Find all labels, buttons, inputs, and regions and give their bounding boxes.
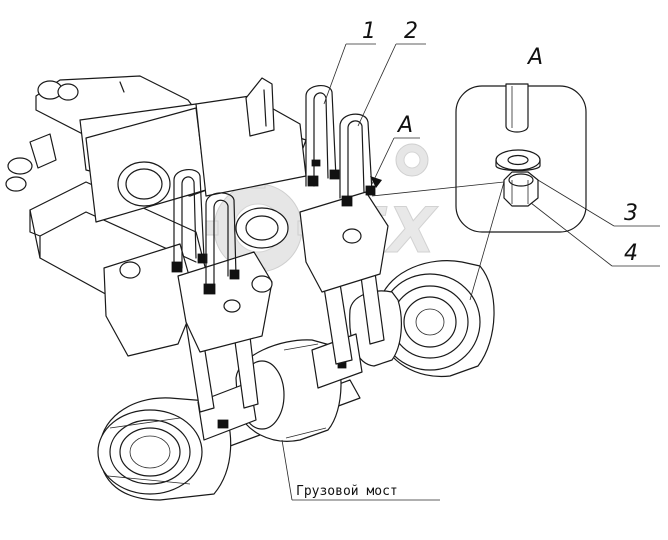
- u-bolts: [171, 85, 376, 295]
- detail-view-a: [455, 83, 587, 233]
- u-bolt-part-1: [305, 85, 340, 187]
- u-bolt-front-outer: [171, 169, 208, 273]
- callout-part-4: 4: [624, 241, 638, 266]
- leader-lines: [281, 43, 660, 501]
- watermark-gear-icon-right: [395, 143, 429, 177]
- u-bolt-front-inner: [203, 192, 240, 295]
- cargo-axle: [97, 260, 495, 501]
- stud-shaft: [505, 83, 529, 133]
- washer-part-3: [495, 149, 541, 172]
- nut-part-4: [503, 171, 539, 207]
- view-arrow-icon: [370, 176, 382, 188]
- callout-part-1: 1: [362, 19, 376, 44]
- callout-part-2: 2: [404, 19, 418, 44]
- view-marker-a: A: [396, 113, 413, 138]
- detail-view-label: A: [526, 45, 543, 70]
- left-wheel: [97, 397, 232, 501]
- front-left-ears: [5, 80, 125, 192]
- u-bolt-part-2: [339, 113, 376, 207]
- frame: [5, 75, 389, 357]
- callout-part-3: 3: [624, 201, 638, 226]
- cargo-axle-label: Грузовой мост: [296, 484, 398, 499]
